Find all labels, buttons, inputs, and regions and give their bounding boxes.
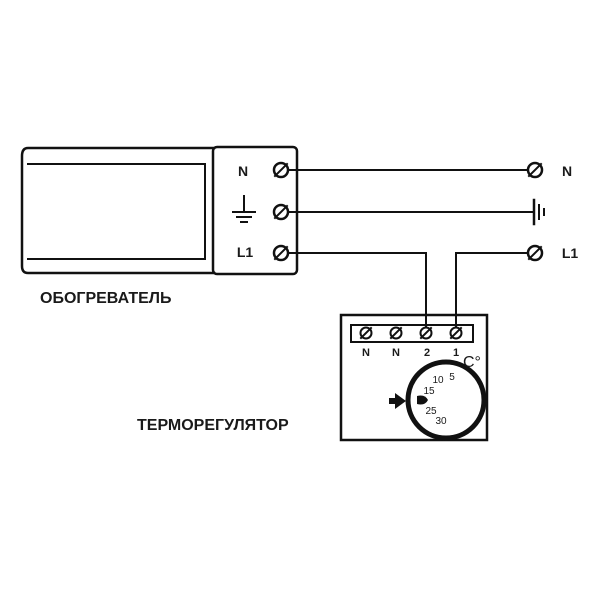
- heater-terminal-l1-label: L1: [237, 244, 254, 260]
- dial-scale-15: 15: [423, 386, 435, 397]
- dial-scale-5: 5: [449, 372, 455, 383]
- thermostat-terminal-label-2: 2: [424, 347, 430, 359]
- dial-scale-10: 10: [432, 375, 444, 386]
- thermostat-terminal-label-1: 1: [453, 347, 459, 359]
- dial-scale-25: 25: [425, 406, 437, 417]
- heater-label: ОБОГРЕВАТЕЛЬ: [40, 290, 172, 307]
- heater: N L1 ОБОГРЕВАТЕЛЬ: [20, 145, 299, 307]
- supply-terminal-n-label: N: [562, 163, 572, 179]
- thermostat-screw-terminal-n1-icon: [359, 326, 373, 340]
- wire-supply-l1-to-thermostat-1: [455, 252, 528, 328]
- heater-body: [20, 146, 216, 275]
- earth-ground-icon: [532, 198, 545, 226]
- supply-screw-terminal-n-icon: [526, 161, 544, 179]
- thermostat-label: ТЕРМОРЕГУЛЯТОР: [137, 417, 289, 434]
- arrow-right-icon: [389, 393, 406, 409]
- heater-screw-terminal-ground-icon: [272, 203, 290, 221]
- thermostat-body: [339, 313, 489, 442]
- ground-icon: [232, 195, 256, 223]
- wire-heater-to-thermostat-2: [287, 252, 427, 328]
- temperature-dial: [405, 359, 487, 441]
- heater-screw-terminal-n-icon: [272, 161, 290, 179]
- heater-inner-panel: [27, 163, 206, 260]
- dial-scale-30: 30: [435, 416, 447, 427]
- supply: N L1: [526, 161, 579, 262]
- heater-terminal-box: [211, 145, 299, 276]
- dial-pointer: [417, 395, 428, 405]
- heater-terminal-n-label: N: [238, 163, 248, 179]
- wires: [287, 169, 534, 328]
- supply-screw-terminal-l1-icon: [526, 244, 544, 262]
- thermostat-terminal-label-n2: N: [392, 347, 400, 359]
- thermostat-terminal-label-n1: N: [362, 347, 370, 359]
- thermostat: N N 2 1 C° 5 10 15 25 30 ТЕРМОРЕГУЛЯТОР: [137, 313, 489, 442]
- temperature-unit-label: C°: [463, 354, 481, 371]
- thermostat-screw-terminal-1-icon: [449, 326, 463, 340]
- thermostat-screw-terminal-2-icon: [419, 326, 433, 340]
- thermostat-screw-terminal-n2-icon: [389, 326, 403, 340]
- supply-terminal-l1-label: L1: [562, 245, 579, 261]
- thermostat-terminal-strip: [350, 324, 474, 343]
- heater-screw-terminal-l1-icon: [272, 244, 290, 262]
